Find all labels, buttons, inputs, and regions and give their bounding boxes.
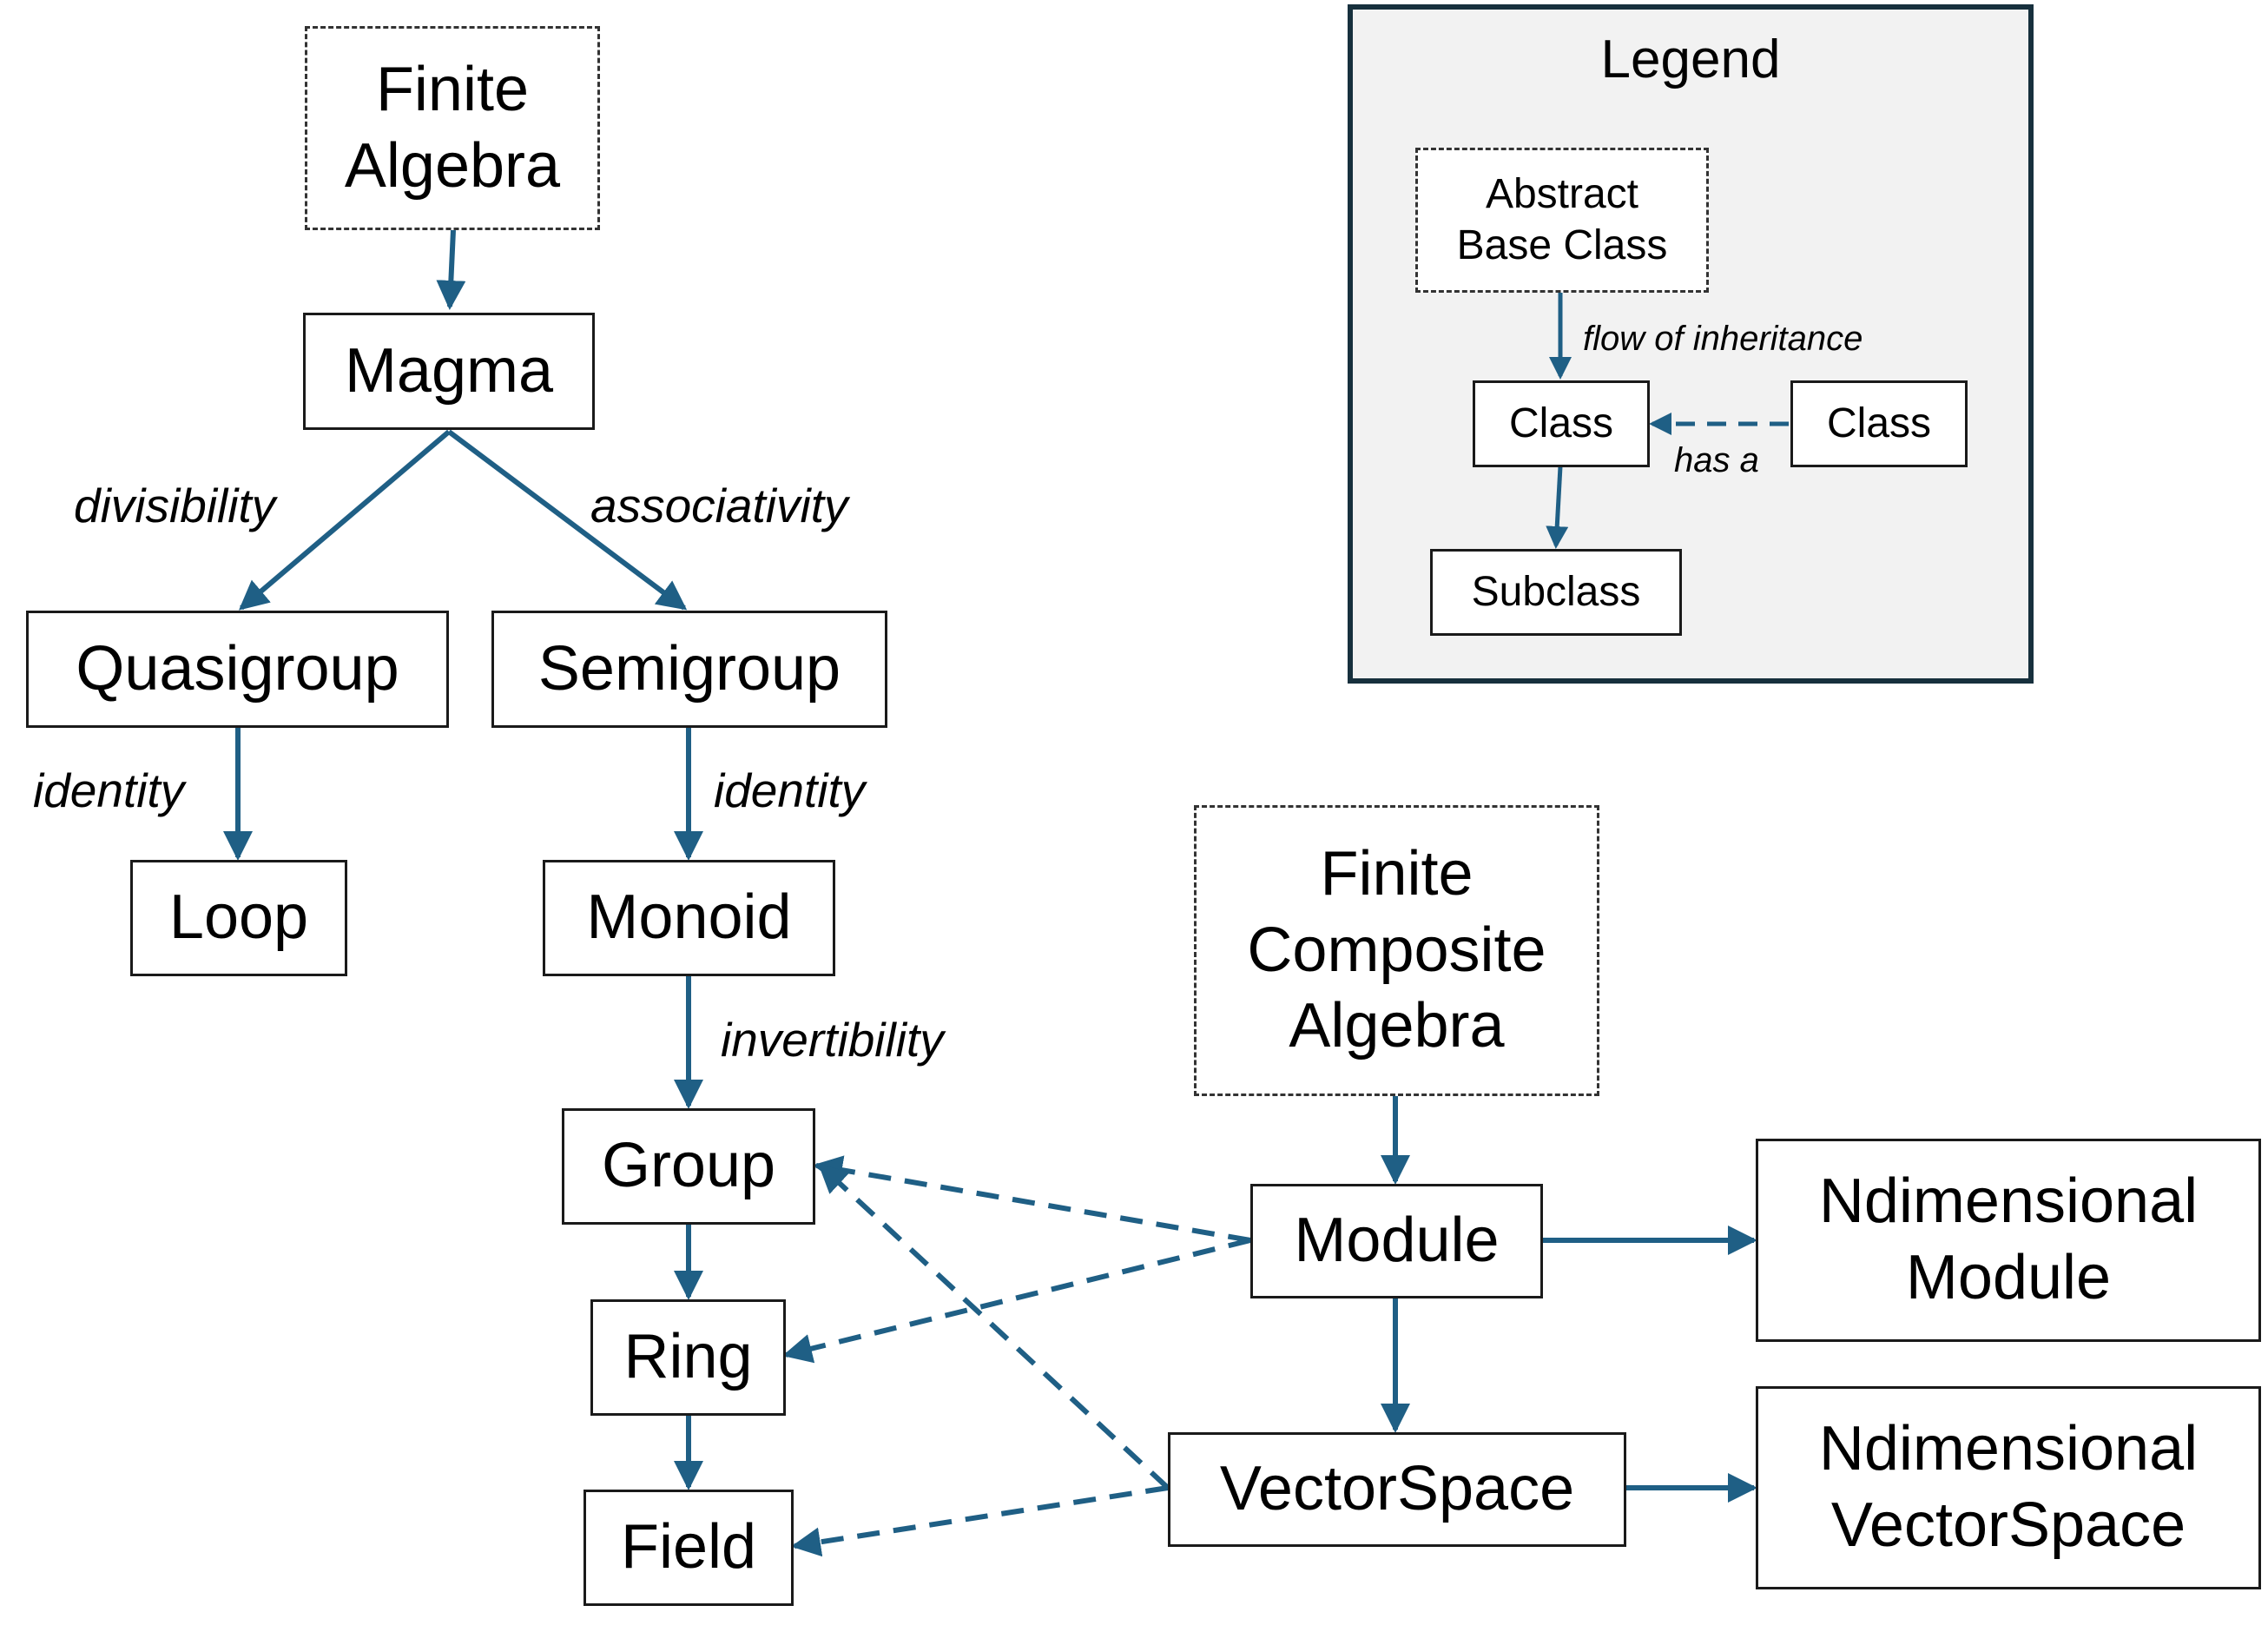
legend-abstract-base-class: Abstract Base Class bbox=[1415, 148, 1709, 293]
edge-module-has-a-ring bbox=[782, 1238, 1251, 1364]
node-ndimensional-vectorspace: Ndimensional VectorSpace bbox=[1756, 1386, 2261, 1589]
node-module: Module bbox=[1250, 1184, 1543, 1298]
node-ring: Ring bbox=[590, 1299, 786, 1416]
node-ndimensional-module: Ndimensional Module bbox=[1756, 1139, 2261, 1342]
legend-class: Class bbox=[1473, 380, 1650, 467]
node-quasigroup: Quasigroup bbox=[26, 611, 449, 728]
legend-title: Legend bbox=[1600, 30, 1781, 89]
edge-finite-algebra-to-magma bbox=[436, 229, 466, 310]
label-identity-monoid: identity bbox=[714, 763, 866, 817]
node-group: Group bbox=[562, 1108, 815, 1225]
node-magma: Magma bbox=[303, 313, 595, 430]
edge-module-has-a-group bbox=[813, 1155, 1251, 1243]
edge-magma-to-quasigroup bbox=[238, 429, 451, 611]
legend-class-has-a: Class bbox=[1790, 380, 1968, 467]
edge-vectorspace-has-a-field bbox=[791, 1485, 1169, 1557]
node-field: Field bbox=[583, 1490, 794, 1606]
node-vectorspace: VectorSpace bbox=[1168, 1432, 1626, 1547]
label-divisibility: divisibility bbox=[74, 479, 276, 532]
legend-flow-of-inheritance-label: flow of inheritance bbox=[1583, 320, 1863, 358]
label-associativity: associativity bbox=[590, 479, 848, 532]
label-invertibility: invertibility bbox=[721, 1013, 944, 1067]
edge-magma-to-semigroup bbox=[447, 429, 688, 611]
node-finite-algebra: Finite Algebra bbox=[305, 26, 600, 230]
edge-vectorspace-has-a-group bbox=[818, 1163, 1170, 1490]
node-monoid: Monoid bbox=[543, 860, 835, 976]
label-identity-loop: identity bbox=[33, 763, 185, 817]
legend-subclass-arrow bbox=[1546, 466, 1569, 549]
legend-has-a-label: has a bbox=[1674, 441, 1759, 479]
node-semigroup: Semigroup bbox=[491, 611, 887, 728]
node-loop: Loop bbox=[130, 860, 347, 976]
legend-subclass: Subclass bbox=[1430, 549, 1682, 636]
node-finite-composite-algebra: Finite Composite Algebra bbox=[1194, 805, 1599, 1096]
